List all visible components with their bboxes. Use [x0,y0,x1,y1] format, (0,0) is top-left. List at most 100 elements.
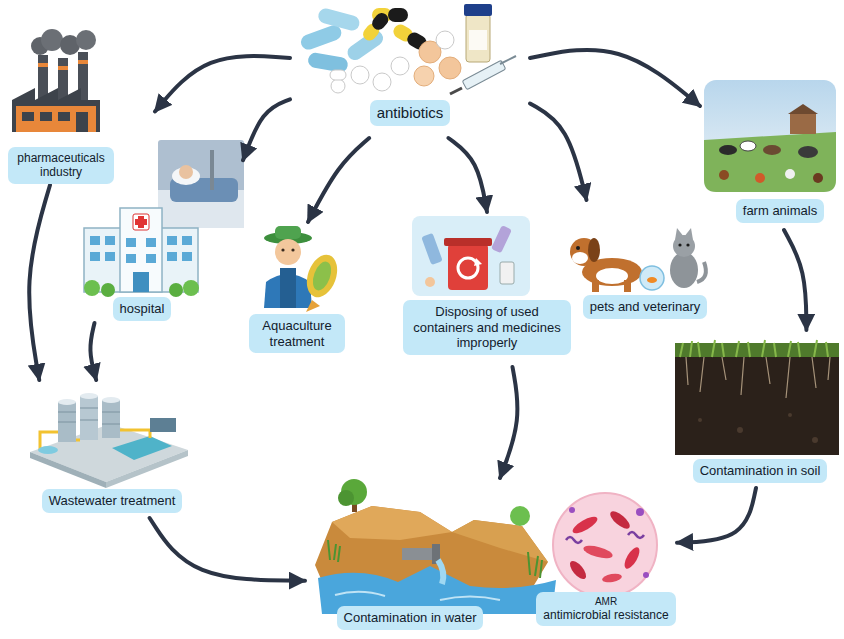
antibiotic-pills-part [317,7,361,32]
bacteria-circle [553,493,657,597]
flow-arrow [500,367,517,478]
soil-photo-part [812,437,818,443]
water-scene-part [402,548,436,560]
farm-photo-part [798,146,818,158]
vial-part [469,30,487,50]
hospital-building-part [167,252,177,261]
water-scene-part [510,506,530,526]
label-text: Disposing of used containers and medicin… [410,304,564,351]
water-scene-part [452,520,548,562]
pets-icon-part [678,243,681,246]
bacteria-circle-part [628,532,644,538]
disposal-icon-part [412,216,530,296]
bacteria-circle-part [570,514,599,537]
flow-arrow [90,323,96,380]
vial [464,4,492,62]
node-region: Wastewater treatment [25,380,203,518]
antibiotic-pills-part [299,23,344,51]
water-scene-part [438,560,443,584]
antibiotic-pills-part [391,57,409,75]
pets-icon-part [640,266,664,290]
bacteria-circle-part [566,537,582,543]
vial-part [466,14,490,62]
wastewater-plant-part [30,452,106,488]
patient-photo-part [179,165,193,179]
syringe-part [500,56,516,64]
flow-arrow [448,138,487,212]
hospital-building-part [105,236,115,245]
hospital-building-part [133,272,149,292]
aquaculture-icon-part [306,300,320,312]
node-region: Disposing of used containers and medicin… [402,212,572,367]
soil-photo-part [788,413,792,417]
pets-icon [570,228,706,292]
node-region: antibiotics [290,0,530,138]
hospital-building-part [146,254,156,263]
patient-photo [158,140,244,228]
wastewater-plant-part [102,400,120,438]
factory-icon-part [58,58,68,100]
farm-photo-part [755,173,765,183]
disposal-icon-part [421,233,443,265]
water-scene-part [528,552,542,578]
label-box: Disposing of used containers and medicin… [403,300,571,355]
label-text: pets and veterinary [590,299,701,315]
label-box: pharmaceuticals industry [8,147,114,184]
label-box: hospital [113,297,172,321]
node-region: pets and veterinary [572,200,717,323]
label-box: Wastewater treatment [42,489,183,513]
water-scene [315,479,556,614]
farm-photo-part [785,169,795,179]
factory-icon-part [38,55,48,100]
wastewater-plant-part [40,430,150,450]
farm-photo-part [704,132,836,192]
farm-photo-part [813,173,823,183]
label-box: Contamination in soil [693,459,828,483]
label-text: Aquaculture treatment [256,318,338,349]
label-box: farm animals [736,199,824,223]
antibiotic-pills [299,7,461,93]
pets-icon-part [697,262,706,282]
soil-photo-part [698,418,702,422]
pets-icon-part [686,243,689,246]
bacteria-circle-part [643,572,649,578]
pets-icon-part [576,246,580,250]
disposal-icon-part [448,244,488,290]
disposal-icon-part [491,225,512,253]
bacteria-circle-part [569,507,575,513]
hospital-building [84,208,199,297]
flow-arrow [29,185,50,380]
hospital-building-part [182,236,192,245]
pets-icon-part [572,252,588,264]
flow-arrow [155,56,290,111]
bacteria-circle-part [608,508,633,531]
factory-icon-part [58,66,68,70]
pets-icon-part [684,228,693,240]
bacteria-circle-part [636,508,644,516]
antibiotic-pills-part [351,66,369,84]
wastewater-plant-part [80,396,98,440]
factory-icon-part [58,112,70,121]
wastewater-plant-part [150,418,176,432]
factory-icon [12,29,100,132]
soil-photo-part [680,340,828,357]
disposal-icon-part [474,258,482,266]
wastewater-plant-part [38,446,58,454]
soil-photo [675,340,839,455]
hospital-building-part [90,236,100,245]
patient-photo-part [210,150,214,190]
factory-icon-part [38,63,48,67]
hospital-building-part [126,238,136,247]
hospital-building-part [105,252,115,261]
label-box: antibiotics [370,100,451,126]
pets-icon-part [647,277,657,283]
antibiotic-pills-part [388,8,408,22]
flow-arrow [150,518,305,581]
aquaculture-icon-part [291,248,294,251]
label-text: Contamination in water [344,610,477,626]
label-text: Wastewater treatment [49,493,176,509]
farm-photo-part [763,145,781,155]
node-region: farm animals [700,75,840,230]
farm-photo [704,80,836,192]
